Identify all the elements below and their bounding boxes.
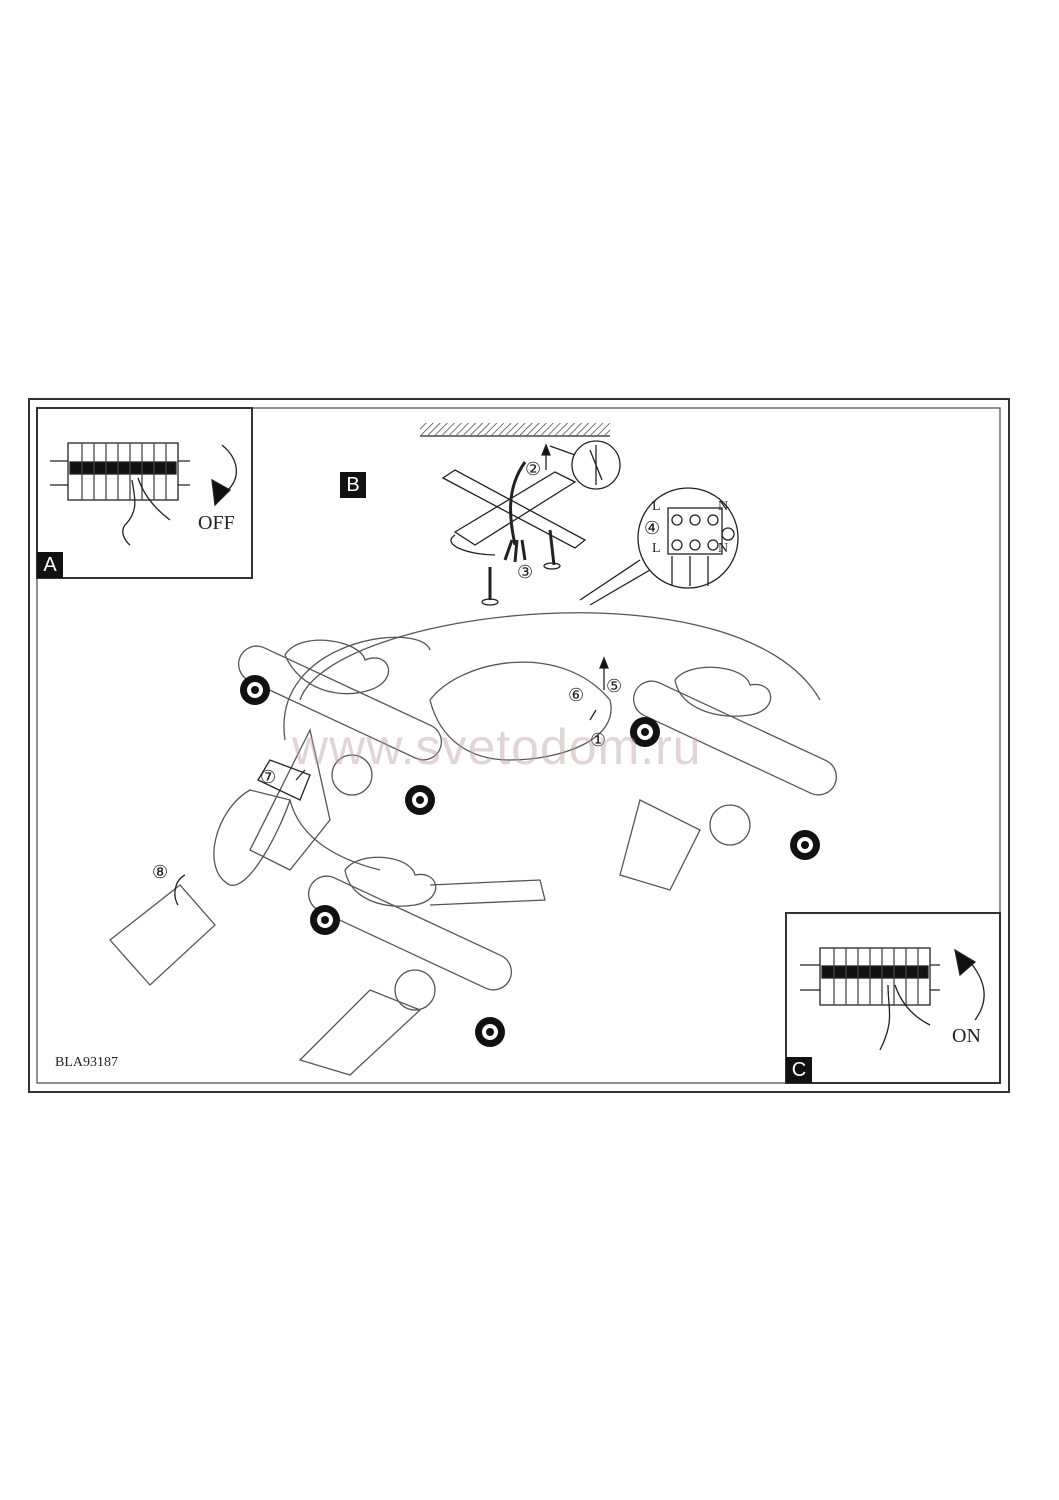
step-2: ② xyxy=(525,459,542,479)
terminal-n-bottom: N xyxy=(718,541,729,556)
light-fixture-icon xyxy=(109,612,838,1076)
panel-a-tag: A xyxy=(37,552,63,578)
step-5: ⑤ xyxy=(606,676,623,696)
breaker-a-icon xyxy=(50,442,237,546)
breaker-c-icon xyxy=(800,947,985,1051)
on-label: ON xyxy=(952,1025,981,1047)
mounting-bracket-icon xyxy=(441,440,621,606)
step-3: ③ xyxy=(517,562,534,582)
inner-border xyxy=(36,407,1001,1084)
model-code: BLA93187 xyxy=(55,1055,118,1070)
step-1: ① xyxy=(590,730,607,750)
panel-a-box xyxy=(36,407,253,579)
off-label: OFF xyxy=(198,512,235,534)
panel-c-tag: C xyxy=(786,1057,812,1083)
instruction-frame xyxy=(28,398,1010,1093)
panel-b-tag: B xyxy=(340,472,366,498)
terminal-l-top: L xyxy=(652,499,661,514)
step-6: ⑥ xyxy=(568,685,585,705)
terminal-l-bottom: L xyxy=(652,541,661,556)
ceiling-hatch xyxy=(420,423,610,435)
terminal-n-top: N xyxy=(718,499,729,514)
step-8: ⑧ xyxy=(152,862,169,882)
step-4: ④ xyxy=(644,518,661,538)
watermark: www.svetodom.ru xyxy=(292,719,702,775)
terminal-block-icon xyxy=(579,487,739,606)
step-7: ⑦ xyxy=(260,767,277,787)
